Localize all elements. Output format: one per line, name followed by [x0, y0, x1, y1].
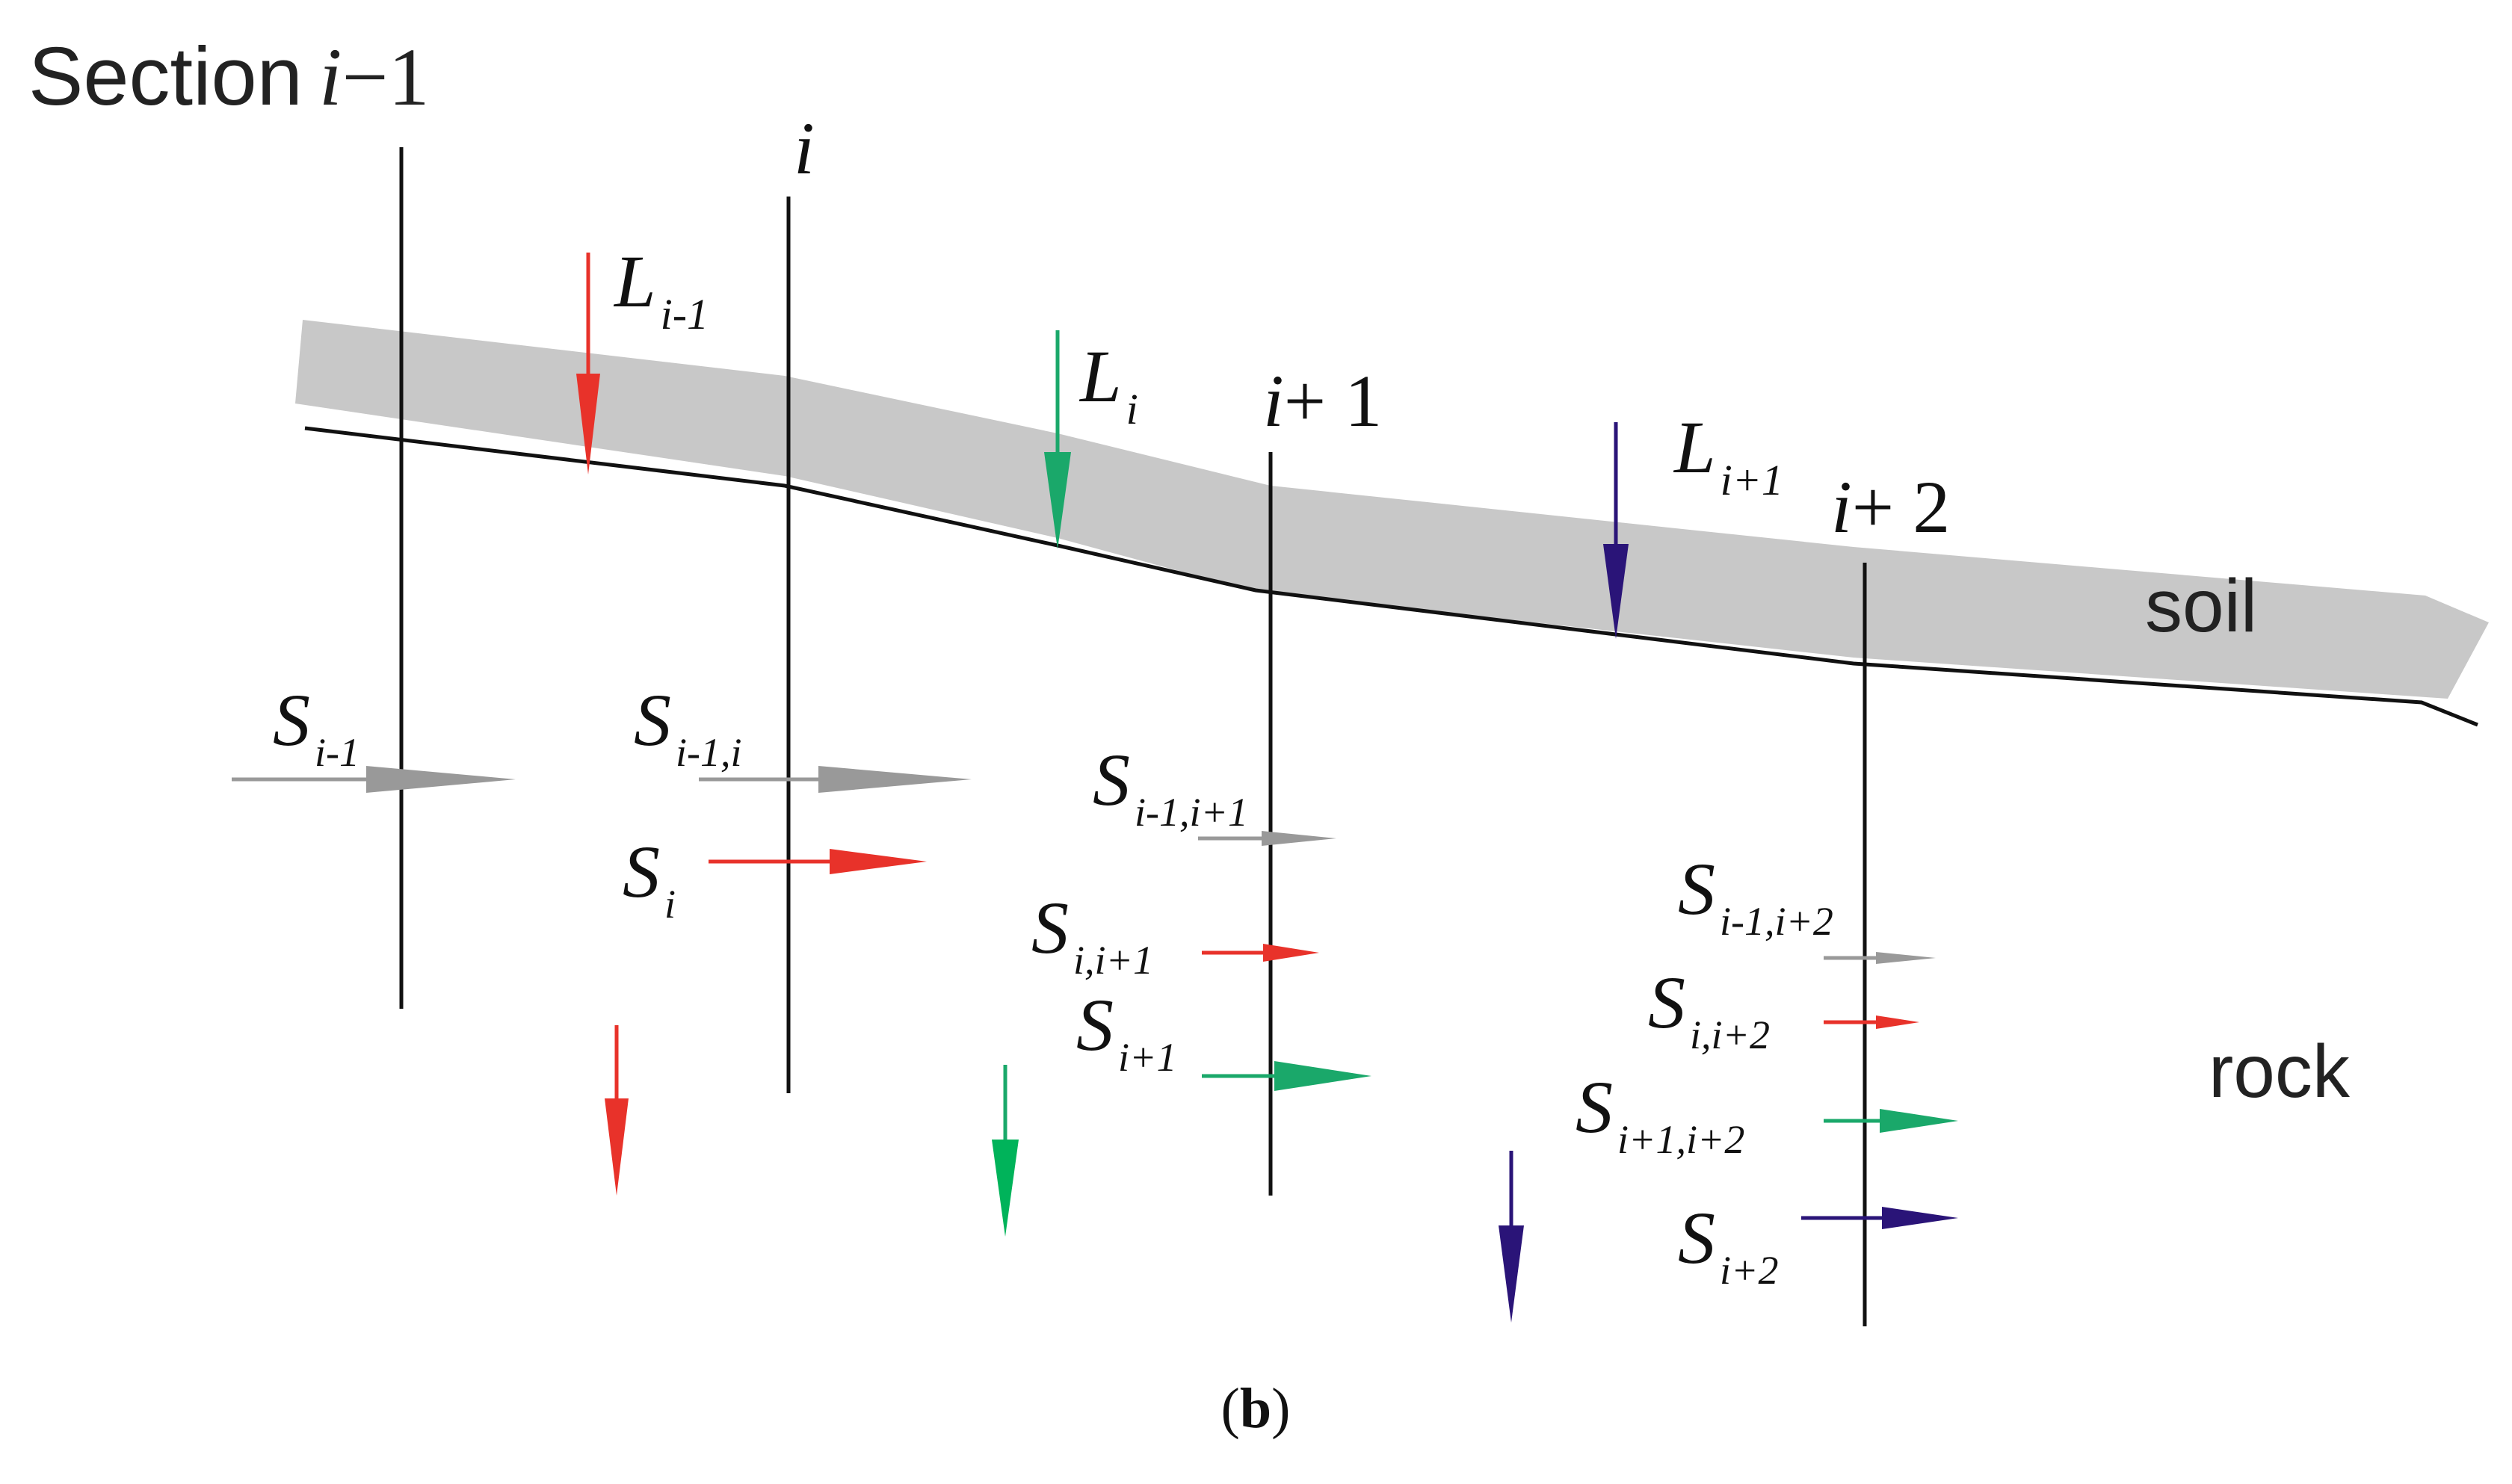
section-var: i — [1263, 359, 1284, 442]
shear-arrow-s-i-minus-1-i — [699, 766, 972, 793]
shear-arrow-s-i — [709, 849, 927, 874]
shear-arrow-s-i-plus-1-i-plus-2 — [1824, 1109, 1958, 1133]
section-var: i — [794, 107, 815, 190]
reaction-arrow-red — [605, 1025, 629, 1196]
shear-arrow-s-i-minus-1-i-plus-1 — [1198, 831, 1336, 846]
figure-caption: (b) — [1221, 1377, 1291, 1440]
section-prefix: Section — [28, 31, 303, 123]
section-num: 1 — [1345, 359, 1382, 442]
shear-arrow-s-i-i-plus-2 — [1824, 1015, 1919, 1029]
section-var: i — [319, 31, 342, 123]
shear-arrow-s-i-minus-1-i-plus-2 — [1824, 952, 1936, 964]
section-op: + — [1852, 466, 1913, 548]
ground-interface-line — [304, 426, 2478, 727]
soil-layer-band — [295, 320, 2489, 699]
shear-arrow-s-i-minus-1 — [232, 766, 516, 793]
caption-open: ( — [1221, 1377, 1240, 1440]
soil-label: soil — [2145, 564, 2257, 648]
shear-arrow-s-i-i-plus-1 — [1202, 944, 1319, 962]
shear-arrow-s-i-plus-1 — [1202, 1061, 1371, 1091]
section-num: 1 — [389, 31, 430, 123]
rock-label: rock — [2209, 1030, 2351, 1113]
section-label-i-plus-2: i+ 2 — [1831, 466, 1950, 548]
section-op: − — [342, 31, 388, 123]
caption-close: ) — [1271, 1377, 1290, 1440]
section-lines — [399, 147, 1867, 1326]
section-var: i — [1831, 466, 1852, 548]
section-op: + — [1284, 359, 1345, 442]
reaction-arrow-green — [992, 1065, 1019, 1237]
section-label-i-plus-1: i+ 1 — [1263, 359, 1382, 442]
section-num: 2 — [1913, 466, 1950, 548]
caption-letter: b — [1240, 1377, 1271, 1440]
shear-arrow-s-i-plus-2 — [1801, 1207, 1958, 1229]
load-arrow-l-i-plus-1 — [1603, 422, 1629, 639]
section-label-i: i — [794, 107, 815, 190]
reaction-arrow-blue — [1499, 1151, 1524, 1323]
load-arrow-l-i — [1044, 330, 1071, 549]
load-arrow-l-i-minus-1 — [576, 253, 600, 474]
